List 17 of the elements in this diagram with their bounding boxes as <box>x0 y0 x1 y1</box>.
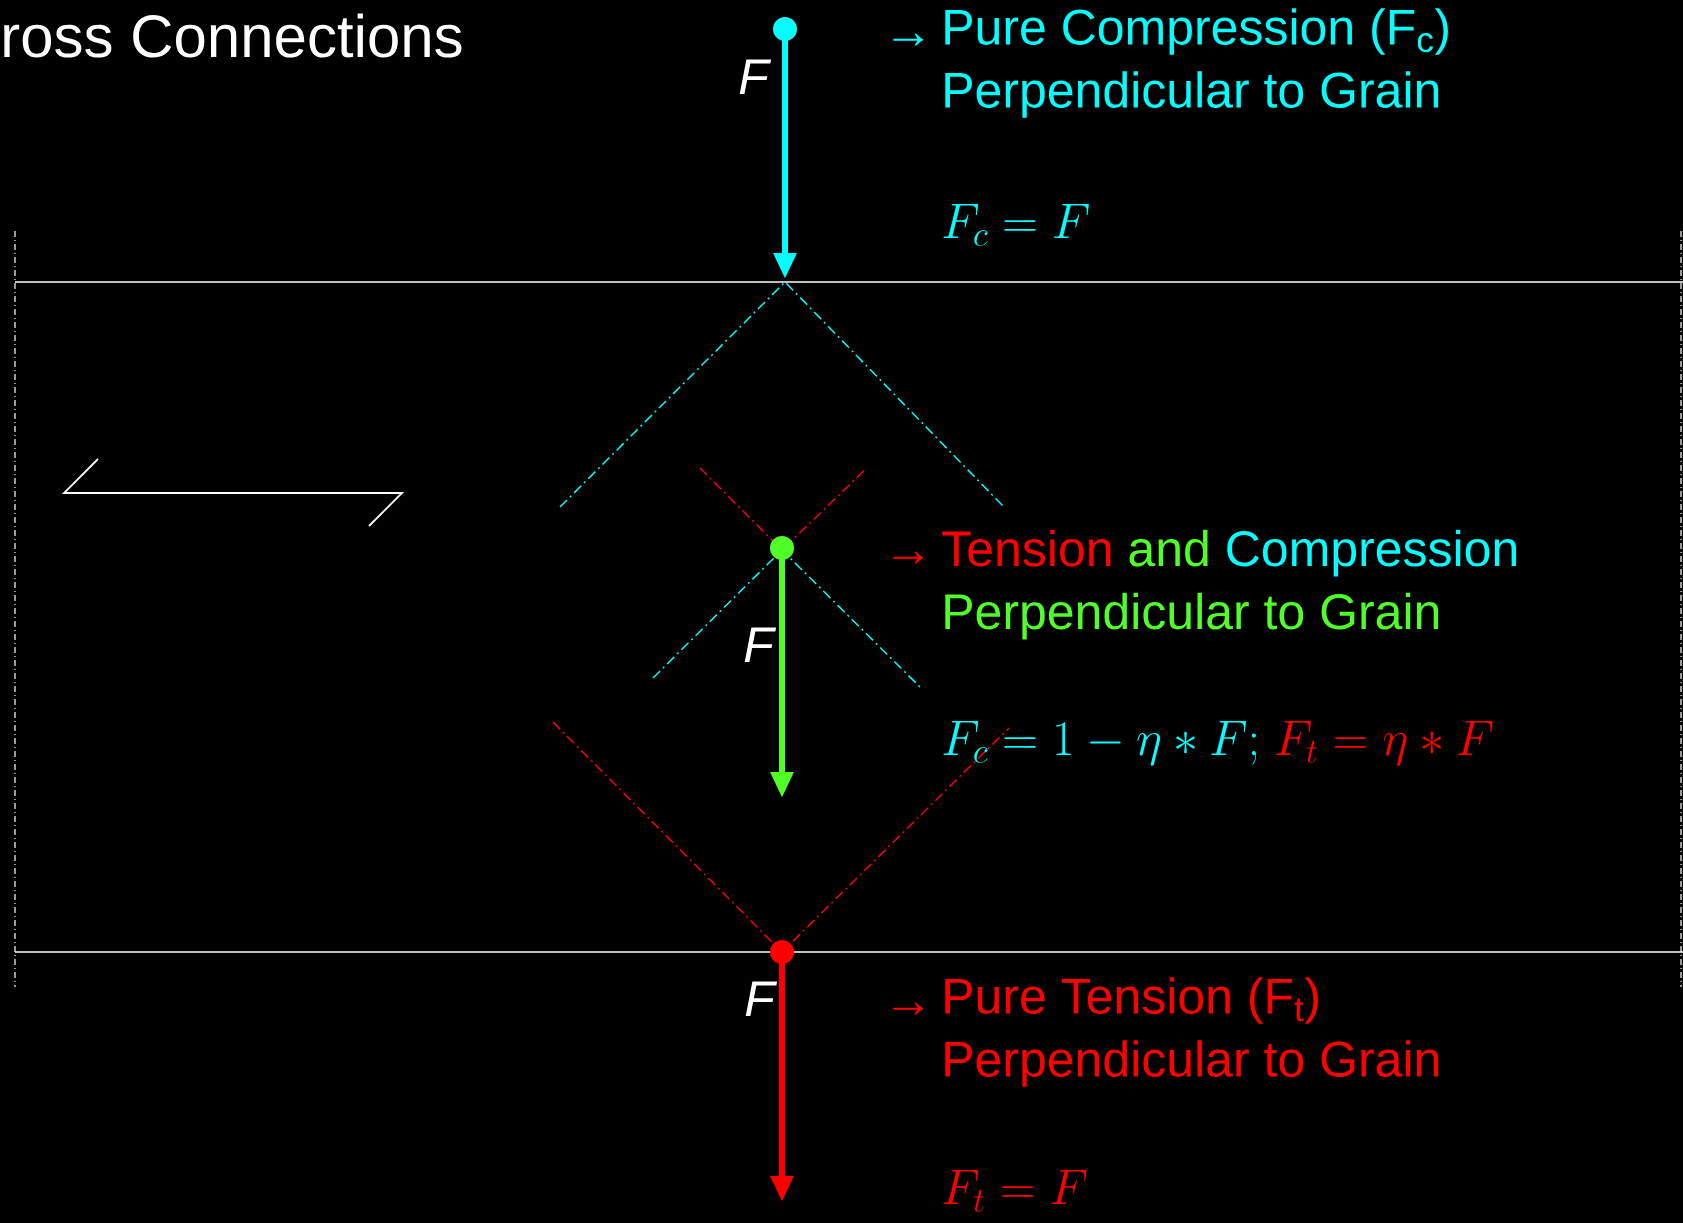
formula: $F_c = F$ <box>943 203 1089 246</box>
description-text: Tension <box>942 529 1111 567</box>
force-label: F <box>739 59 772 94</box>
description-text: Perpendicular to Grain <box>945 592 1439 640</box>
description-text: Pure Tension (F$_{t}$) Perpendicular to Grain <box>945 977 1439 1087</box>
arrow-symbol: → <box>893 551 923 564</box>
formula: $F_t = \eta * F$ <box>1276 720 1493 766</box>
title: ross Connections <box>4 13 462 58</box>
description-text: and <box>1129 529 1208 567</box>
arrow-symbol: → <box>893 33 923 46</box>
description-text: Compression <box>1227 529 1516 577</box>
force-label: F <box>745 981 778 1016</box>
formula: $F_c = 1-\eta * F;$ <box>943 720 1257 766</box>
formula: $F_t = F$ <box>943 1169 1087 1212</box>
arrow-symbol: → <box>893 1002 923 1015</box>
description-text: Pure Compression (F$_{c}$) Perpendicular to Grain <box>945 8 1448 118</box>
force-label: F <box>744 627 777 662</box>
